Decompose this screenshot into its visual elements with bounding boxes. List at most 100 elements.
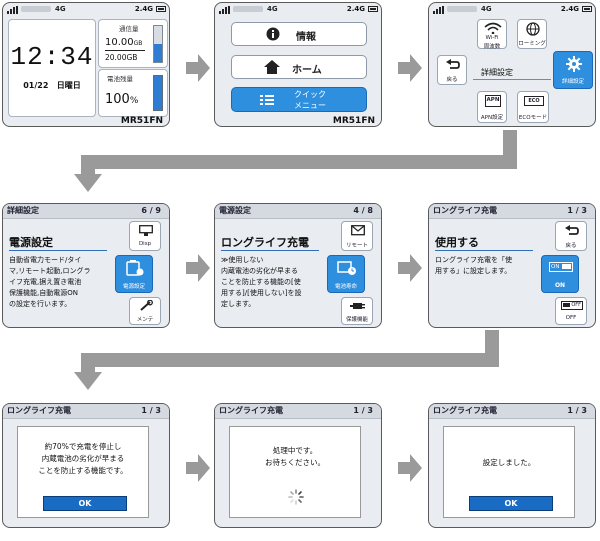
back-button[interactable]: 戻る <box>437 55 467 85</box>
description-line: マ,リモート起動,ロングラ <box>9 267 91 275</box>
arrow-wrap-1-head <box>74 174 102 192</box>
info-dialog: 約70%で充電を停止し 内蔵電池の劣化が早まる ことを防止する機能です。 OK <box>17 426 149 518</box>
mail-icon <box>351 225 365 236</box>
detail-settings-label: 詳細設定 <box>561 79 584 85</box>
arrow-right-1 <box>186 54 210 82</box>
wrench-icon <box>140 300 153 311</box>
dialog-line: 内蔵電池の劣化が早まる <box>41 454 125 463</box>
clock-weekday: 日曜日 <box>56 81 81 90</box>
description-line: 定します。 <box>221 300 256 308</box>
battery-label: 電池残量 <box>107 75 133 83</box>
clock-time: 12:34 <box>10 42 94 72</box>
title-bar: 詳細設定 6 / 9 <box>3 204 169 219</box>
home-button[interactable]: ホーム <box>231 55 367 79</box>
quick-menu-label-1: クイック <box>294 90 326 99</box>
dialog-line: 処理中です。 <box>272 446 318 455</box>
signal-icon <box>7 6 19 14</box>
battery-life-label: 電池寿命 <box>334 284 357 290</box>
off-label: OFF <box>565 315 577 321</box>
screen-info-dialog: ロングライフ充電 1 / 3 約70%で充電を停止し 内蔵電池の劣化が早まる こ… <box>2 403 170 528</box>
disp-label: Disp <box>138 241 152 247</box>
processing-dialog: 処理中です。 お待ちください。 <box>229 426 361 518</box>
arrow-wrap-2-head <box>74 372 102 390</box>
description-text: ロングライフ充電を「使 用する」に設定します。 <box>435 255 512 277</box>
info-button[interactable]: 情報 <box>231 22 367 46</box>
back-label: 戻る <box>446 77 458 83</box>
eco-mode-button[interactable]: ECO ECOモード <box>517 91 549 123</box>
screen-main-menu: 4G 2.4G 情報 ホーム クイック メニュー MR51FN <box>214 2 382 127</box>
ok-button[interactable]: OK <box>469 496 553 511</box>
wifi-label-1: Wi-Fi <box>485 35 499 41</box>
description-line: の設定を行います。 <box>9 300 72 308</box>
list-icon <box>260 95 274 105</box>
display-icon <box>139 225 153 236</box>
battery-unit: % <box>129 96 139 106</box>
battery-percent: 100 <box>105 92 130 107</box>
screen-home: 4G 2.4G 12:34 01/22 日曜日 通信量 10.00GB 20.0… <box>2 2 170 127</box>
screen-processing-dialog: ロングライフ充電 1 / 3 処理中です。 お待ちください。 <box>214 403 382 528</box>
screen-title: ロングライフ充電 <box>433 206 497 215</box>
network-type: 4G <box>481 5 492 13</box>
quick-menu-label-2: メニュー <box>294 101 326 110</box>
network-type: 4G <box>267 5 278 13</box>
dialog-line: お待ちください。 <box>265 458 325 467</box>
description-text: 自動省電力モード/タイ マ,リモート起動,ロングラ イフ充電,据え置き電池 保護… <box>9 255 90 310</box>
power-settings-button[interactable]: 電源設定 <box>115 255 153 293</box>
apn-label: APN設定 <box>480 115 504 121</box>
screen-title: ロングライフ充電 <box>7 406 71 415</box>
on-badge: ON <box>551 264 560 270</box>
title-bar: ロングライフ充電 1 / 3 <box>215 404 381 419</box>
description-line: 内蔵電池の劣化が早まる <box>221 267 298 275</box>
band-indicator: 2.4G <box>346 5 365 13</box>
description-text: ≫使用しない 内蔵電池の劣化が早まる ことを防止する機能の[使 用する]/[使用… <box>221 255 302 310</box>
ok-button[interactable]: OK <box>43 496 127 511</box>
on-button[interactable]: ON ON <box>541 255 579 293</box>
description-line: ≫使用しない <box>221 256 264 264</box>
section-heading: 電源設定 <box>9 236 53 249</box>
plug-icon <box>350 303 365 309</box>
maintenance-button[interactable]: メンテ <box>129 297 161 325</box>
off-badge: OFF <box>571 302 581 308</box>
on-label: ON <box>554 282 566 289</box>
off-button[interactable]: OFF OFF <box>555 297 587 325</box>
disp-button[interactable]: Disp <box>129 221 161 251</box>
description-line: イフ充電,据え置き電池 <box>9 278 82 286</box>
data-used-unit: GB <box>133 40 143 47</box>
page-indicator: 4 / 8 <box>353 206 373 215</box>
wifi-icon <box>484 22 502 34</box>
model-name: MR51FN <box>120 116 163 126</box>
band-indicator: 2.4G <box>134 5 153 13</box>
roaming-button[interactable]: ローミング <box>517 19 547 49</box>
protect-button[interactable]: 保護機能 <box>341 297 373 325</box>
back-button[interactable]: 戻る <box>555 221 587 251</box>
battery-icon <box>582 6 592 12</box>
data-usage-label: 通信量 <box>119 25 139 33</box>
done-dialog: 設定しました。 OK <box>443 426 575 518</box>
info-icon <box>266 27 280 41</box>
data-usage-panel: 通信量 10.00GB 20.00GB <box>98 19 168 68</box>
description-line: 保護機能,自動電源ON <box>9 289 78 297</box>
wifi-band-button[interactable]: Wi-Fi 周波数 <box>477 19 507 50</box>
data-limit-value: 20.00GB <box>105 53 138 62</box>
screen-detail-settings: 詳細設定 6 / 9 電源設定 自動省電力モード/タイ マ,リモート起動,ロング… <box>2 203 170 328</box>
arrow-right-2 <box>398 54 422 82</box>
globe-icon <box>526 22 540 36</box>
battery-icon <box>156 6 166 12</box>
battery-life-button[interactable]: 電池寿命 <box>327 255 365 293</box>
description-line: ロングライフ充電を「使 <box>435 256 512 264</box>
heading-underline <box>221 250 319 251</box>
quick-menu-button[interactable]: クイック メニュー <box>231 87 367 112</box>
screen-done-dialog: ロングライフ充電 1 / 3 設定しました。 OK <box>428 403 596 528</box>
dialog-message: 処理中です。 お待ちください。 <box>234 445 356 469</box>
detail-settings-button[interactable]: 詳細設定 <box>553 51 593 89</box>
clock-panel: 12:34 01/22 日曜日 <box>8 19 96 117</box>
back-label: 戻る <box>565 243 577 249</box>
remote-button[interactable]: リモート <box>341 221 373 251</box>
apn-button[interactable]: APN APN設定 <box>477 91 507 123</box>
dialog-line: 約70%で充電を停止し <box>44 442 122 451</box>
status-bar: 4G 2.4G <box>429 3 595 16</box>
status-bar: 4G 2.4G <box>3 3 169 16</box>
screen-quick-menu: 4G 2.4G Wi-Fi 周波数 ローミング 戻る 詳細設定 詳細設定 APN… <box>428 2 596 127</box>
arrow-right-5 <box>186 454 210 482</box>
